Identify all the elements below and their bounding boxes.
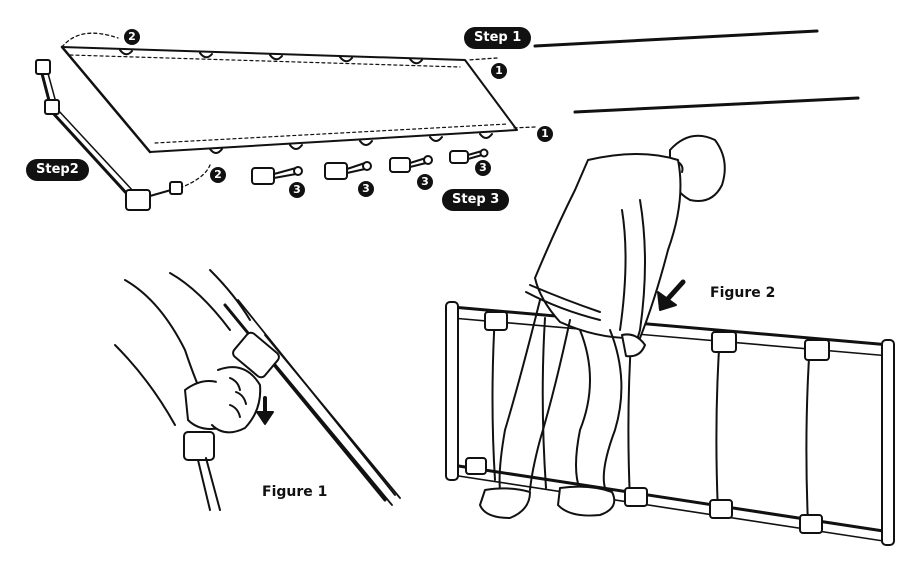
marker-3-d: 3 xyxy=(475,160,491,176)
figure1-caption: Figure 1 xyxy=(262,484,328,500)
marker-2-bottom: 2 xyxy=(210,167,226,183)
marker-1-lower: 1 xyxy=(537,126,553,142)
cot-fabric xyxy=(60,45,518,154)
step1-label: Step 1 xyxy=(464,27,532,49)
side-pole-upper xyxy=(533,29,819,48)
figure2-person xyxy=(479,134,726,519)
step3-label: Step 3 xyxy=(442,189,510,211)
marker-2-top: 2 xyxy=(124,29,140,45)
end-bar xyxy=(35,59,183,211)
marker-3-c: 3 xyxy=(417,174,433,190)
insertion-arrows xyxy=(61,32,536,189)
marker-1-upper: 1 xyxy=(491,63,507,79)
leg-clips xyxy=(251,148,489,185)
figure2-cot-frame xyxy=(445,279,895,546)
figure2-caption: Figure 2 xyxy=(710,285,776,301)
step2-label: Step2 xyxy=(26,159,89,181)
figure1-closeup xyxy=(114,269,401,511)
marker-3-a: 3 xyxy=(289,182,305,198)
marker-3-b: 3 xyxy=(358,181,374,197)
side-pole-lower xyxy=(573,96,860,114)
